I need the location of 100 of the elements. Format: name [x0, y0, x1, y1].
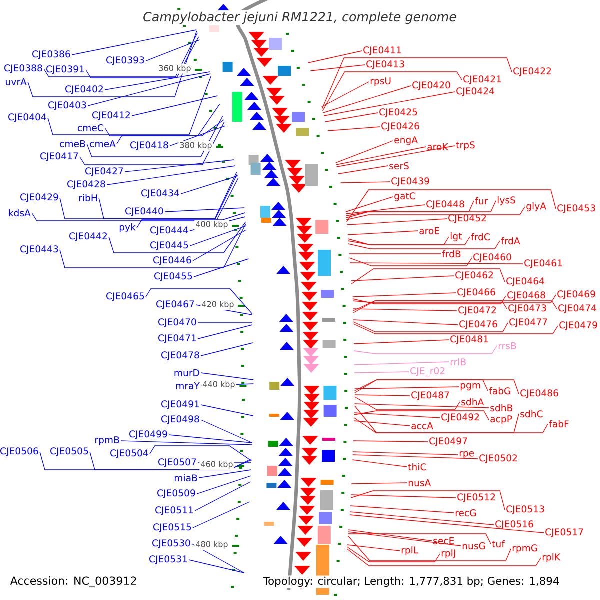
gene-label: CJE0511	[156, 506, 194, 516]
leader-line	[336, 146, 456, 168]
gene-label: recG	[456, 509, 476, 517]
leader-line	[335, 140, 394, 164]
leader-line	[346, 546, 440, 562]
gene-label: CJE0442	[70, 232, 107, 242]
leader-line	[200, 372, 254, 380]
leader-line	[346, 218, 448, 226]
gene-label: CJE0517	[546, 528, 584, 538]
leader-line	[352, 296, 506, 304]
leader-line	[351, 276, 454, 282]
gene-label: rplJ	[442, 550, 456, 559]
leader-line	[308, 50, 362, 64]
leader-line	[352, 300, 508, 312]
gene-label: CJE0467	[156, 300, 194, 310]
scale-label: 480 kbp	[194, 540, 230, 550]
leader-line	[190, 226, 246, 246]
leader-line	[353, 440, 428, 442]
leader-line	[60, 172, 238, 220]
leader-line	[352, 308, 458, 312]
leader-line	[350, 262, 524, 264]
gene-label: CJE0418	[130, 142, 168, 150]
gene-label: CJE0388	[4, 64, 42, 74]
leader-line	[325, 112, 378, 122]
gene-label: rpmB	[96, 436, 120, 446]
gene-label: CJE0386	[32, 50, 70, 60]
gene-label: CJE0481	[450, 336, 488, 344]
leader-line	[164, 208, 245, 212]
leader-line	[354, 410, 490, 420]
leader-line	[346, 548, 542, 566]
gene-label: nusA	[408, 480, 432, 486]
gene-label: secE	[434, 538, 454, 544]
leader-line	[351, 268, 506, 284]
gene-label: rrlB	[450, 358, 466, 366]
gene-label: CJE0515	[154, 524, 192, 532]
gene-label: murD	[174, 370, 200, 376]
leader-line	[354, 406, 520, 434]
leader-line	[321, 82, 370, 108]
gene-label: thiC	[408, 463, 426, 471]
leader-line	[188, 560, 245, 574]
gene-label: CJE0502	[480, 454, 518, 464]
leader-line	[354, 394, 410, 396]
gene-label: cmeC	[78, 124, 104, 132]
leader-line	[200, 420, 253, 444]
leader-line	[32, 178, 239, 222]
leader-line	[346, 196, 394, 212]
gene-label: CJE0471	[158, 334, 196, 344]
leader-line	[86, 36, 200, 78]
leader-line	[346, 200, 474, 216]
leader-line	[354, 340, 450, 344]
leader-line	[48, 76, 212, 136]
gene-label: rplL	[402, 546, 419, 556]
leader-line	[348, 236, 450, 246]
leader-line	[352, 460, 408, 468]
gene-label: CJE0440	[126, 208, 164, 216]
gene-label: CJE0434	[142, 190, 180, 198]
leader-line	[354, 346, 498, 354]
leader-line	[354, 386, 460, 390]
gene-label: CJE0487	[412, 392, 450, 400]
gene-label: acpP	[490, 416, 512, 424]
leader-line	[340, 182, 390, 184]
leader-line	[124, 160, 234, 172]
gene-label: sdhC	[520, 410, 543, 418]
leader-line	[44, 32, 198, 78]
gene-label: mraY	[176, 382, 200, 390]
leader-line	[352, 300, 558, 314]
leader-line	[352, 294, 556, 304]
leader-line	[198, 324, 253, 340]
gene-label: CJE0478	[162, 352, 200, 360]
gene-label: kdsA	[9, 209, 31, 217]
gene-label: CJE0509	[158, 490, 196, 498]
gene-label: gatC	[394, 192, 416, 202]
gene-label: miaB	[174, 474, 198, 482]
leader-line	[86, 116, 224, 158]
gene-label: CJE0455	[154, 272, 192, 282]
gene-label: CJE0429	[20, 194, 58, 202]
gene-label: CJE0479	[560, 322, 598, 330]
gene-label: CJE0513	[506, 506, 544, 514]
gene-label: uvrA	[6, 78, 27, 86]
scale-label: 400 kbp	[194, 220, 230, 230]
leader-line	[324, 92, 456, 116]
leader-line	[116, 120, 224, 144]
gene-label: CJE0460	[474, 254, 512, 262]
title: Campylobacter jejuni RM1221, complete genome	[142, 10, 458, 26]
gene-label: CJE0492	[442, 414, 480, 422]
gene-label: aroK	[428, 144, 448, 150]
gene-label: CJE0461	[524, 260, 562, 268]
gene-label: CJE0477	[510, 318, 548, 328]
gene-label: cmeA	[90, 140, 116, 148]
leader-line	[354, 372, 410, 374]
gene-label: CJE0393	[106, 56, 144, 66]
gene-label: ribH	[79, 194, 98, 202]
leader-line	[350, 512, 494, 526]
leader-line	[349, 514, 544, 534]
gene-label: CJE0462	[456, 272, 494, 280]
gene-label: CJE0428	[68, 180, 106, 190]
leader-line	[354, 404, 490, 408]
leader-line	[192, 502, 250, 528]
scale-label: 440 kbp	[202, 380, 236, 390]
leader-line	[170, 126, 226, 146]
